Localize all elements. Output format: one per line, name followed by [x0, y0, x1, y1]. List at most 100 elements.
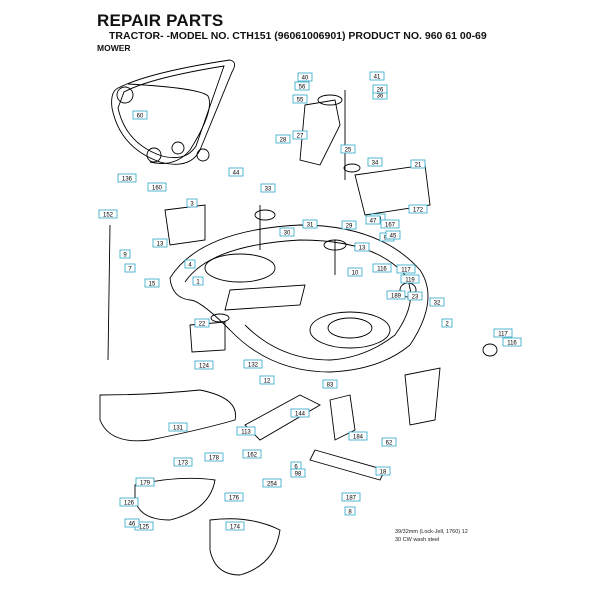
callout-label: 41 — [369, 71, 385, 81]
callout-number: 131 — [173, 426, 184, 432]
callout-label: 56 — [294, 81, 310, 91]
callout-number: 13 — [157, 242, 164, 248]
callout-box — [173, 457, 193, 467]
callout-number: 15 — [149, 282, 156, 288]
callout-labels: 6040565536412728253426211723344136152160… — [98, 71, 522, 531]
callout-label: 25 — [340, 144, 356, 154]
callout-number: 23 — [412, 295, 419, 301]
callout-box — [242, 449, 262, 459]
callout-label: 83 — [322, 379, 338, 389]
callout-label: 124 — [194, 360, 214, 370]
callout-number: 22 — [199, 322, 206, 328]
callout-number: 29 — [346, 224, 353, 230]
callout-box — [144, 278, 160, 288]
blade-right — [309, 449, 386, 481]
callout-number: 6 — [294, 465, 298, 471]
callout-number: 4 — [188, 263, 192, 269]
callout-number: 18 — [380, 470, 387, 476]
callout-box — [228, 167, 244, 177]
callout-box — [302, 219, 318, 229]
callout-number: 56 — [299, 85, 306, 91]
callout-box — [381, 437, 397, 447]
callout-label: 136 — [117, 173, 137, 183]
callout-box — [124, 263, 136, 273]
mower-belt — [111, 59, 235, 165]
callout-label: 172 — [408, 204, 428, 214]
callout-box — [119, 249, 131, 259]
callout-label: 7 — [124, 263, 136, 273]
callout-box — [147, 182, 167, 192]
callout-number: 45 — [390, 234, 397, 240]
callout-box — [341, 220, 357, 230]
callout-label: 2 — [441, 318, 453, 328]
callout-label: 189 — [386, 290, 406, 300]
blade-left — [244, 394, 321, 441]
callout-box — [385, 230, 401, 240]
callout-number: 44 — [233, 171, 240, 177]
callout-box — [279, 227, 295, 237]
callout-box — [135, 477, 155, 487]
callout-box — [290, 468, 306, 478]
callout-label: 178 — [204, 452, 224, 462]
callout-number: 10 — [352, 271, 359, 277]
callout-label: 12 — [259, 375, 275, 385]
callout-box — [236, 426, 256, 436]
callout-box — [322, 379, 338, 389]
callout-label: 1 — [192, 276, 204, 286]
callout-label: 117 — [493, 328, 513, 338]
callout-label: 144 — [290, 408, 310, 418]
callout-number: 27 — [297, 134, 304, 140]
callout-label: 21 — [410, 159, 426, 169]
deck-hanger — [164, 204, 206, 246]
callout-number: 132 — [248, 363, 259, 369]
callout-box — [441, 318, 453, 328]
callout-number: 62 — [386, 441, 393, 447]
callout-label: 13 — [152, 238, 168, 248]
callout-number: 13 — [359, 246, 366, 252]
callout-box — [354, 242, 370, 252]
callout-box — [225, 521, 245, 531]
callout-number: 32 — [434, 301, 441, 307]
callout-label: 98 — [290, 468, 306, 478]
callout-number: 162 — [247, 453, 258, 459]
callout-number: 33 — [265, 187, 272, 193]
callout-label: 132 — [243, 359, 263, 369]
callout-number: 179 — [140, 481, 151, 487]
callout-box — [259, 375, 275, 385]
callout-label: 116 — [502, 337, 522, 347]
page-header: REPAIR PARTS TRACTOR- -MODEL NO. CTH151 … — [97, 12, 587, 54]
callout-label: 3 — [186, 198, 198, 208]
callout-label: 184 — [348, 431, 368, 441]
callout-label: 34 — [367, 157, 383, 167]
callout-label: 46 — [124, 518, 140, 528]
callout-box — [132, 110, 148, 120]
page-title: REPAIR PARTS — [97, 11, 224, 30]
callout-box — [375, 466, 391, 476]
callout-number: 46 — [129, 522, 136, 528]
callout-number: 47 — [370, 219, 377, 225]
model-subtitle: TRACTOR- -MODEL NO. CTH151 (96061006901)… — [109, 30, 487, 42]
callout-number: 160 — [152, 186, 163, 192]
callout-box — [429, 297, 445, 307]
callout-number: 124 — [199, 364, 210, 370]
callout-number: 9 — [123, 253, 127, 259]
callout-label: 176 — [224, 492, 244, 502]
callout-label: 116 — [372, 263, 392, 273]
callout-label: 23 — [407, 291, 423, 301]
callout-label: 33 — [260, 183, 276, 193]
callout-box — [407, 291, 423, 301]
callout-label: 152 — [98, 209, 118, 219]
callout-number: 178 — [209, 456, 220, 462]
callout-number: 36 — [377, 94, 384, 100]
callout-label: 113 — [236, 426, 256, 436]
callout-number: 119 — [405, 278, 415, 284]
callout-number: 117 — [498, 332, 508, 338]
callout-box — [224, 492, 244, 502]
callout-box — [192, 276, 204, 286]
callout-box — [347, 267, 363, 277]
callout-number: 116 — [377, 267, 387, 273]
idler-pulley — [317, 94, 343, 106]
callout-number: 2 — [445, 322, 449, 328]
callout-number: 7 — [128, 267, 132, 273]
